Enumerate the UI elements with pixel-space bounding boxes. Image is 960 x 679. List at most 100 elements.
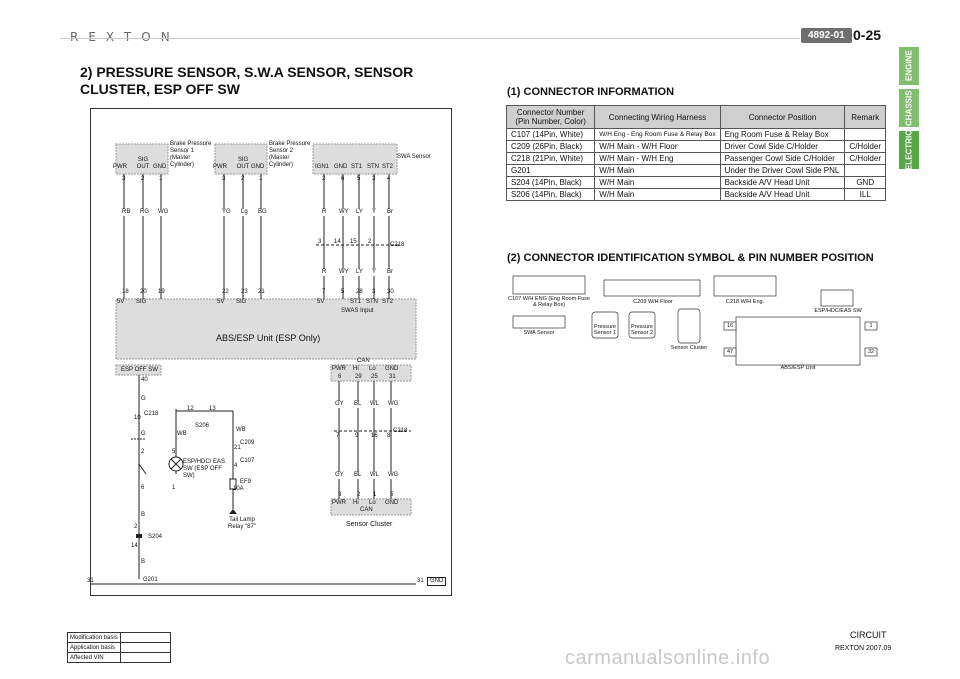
sensor1-wire-rg: RG [140, 209, 149, 216]
brand-logo: REXTON [70, 30, 180, 44]
table-cell [120, 632, 171, 643]
cluster-pin-2: 2 [357, 492, 361, 498]
can-wire-wl: WL [370, 401, 379, 408]
c209-label: C209 [240, 440, 255, 446]
table-header-cell: Connector Position [719, 105, 846, 129]
swa-num-3: 3 [372, 176, 376, 182]
esp-sw-pin-1: 1 [172, 485, 176, 491]
section-code-badge: 4892-01 [801, 28, 852, 43]
can-wire-bl: BL [354, 401, 362, 408]
table-header-cell: Connecting Wiring Harness [594, 105, 721, 129]
sensor1-unit-20: 20 [140, 289, 147, 295]
sensor2-unit-5v: 5V [217, 299, 225, 305]
esp-switch-label: ESP/HDC/ EAS SW (ESP OFF SW) [183, 459, 226, 479]
connector-info-title: (1) CONNECTOR INFORMATION [507, 86, 675, 98]
tab-chassis[interactable]: CHASSIS [898, 88, 920, 128]
table-cell: C218 (21Pin, White) [505, 152, 596, 165]
footer-model: REXTON 2007.09 [835, 645, 892, 652]
esp-wire-g2: G [141, 431, 146, 437]
can-num-31: 31 [389, 374, 396, 380]
table-header-cell: Connector Number (Pin Number, Color) [505, 105, 596, 129]
abs-unit-label: ABS/ESP Unit (ESP Only) [216, 333, 321, 343]
table-cell: Backside A/V Head Unit [719, 176, 846, 189]
sensor1-pin-gnd: GND [153, 164, 167, 170]
sensor2-pin-pwr: PWR [213, 164, 227, 170]
can-c218-7: 7 [336, 433, 340, 439]
tab-engine[interactable]: ENGINE [898, 46, 920, 86]
swa-wire-ly-lower: LY [356, 269, 363, 276]
swa-symbol-label: SWA Sensor [523, 330, 555, 336]
sensor2-num-1: 1 [259, 176, 263, 182]
g201-label: G201 [143, 577, 158, 583]
can-c218-8: 8 [387, 433, 391, 439]
swa-unit-st1: ST1 [350, 299, 362, 305]
section-title: 2) PRESSURE SENSOR, S.W.A SENSOR, SENSOR… [80, 64, 480, 98]
sensor2-unit-sig: SIG [236, 299, 247, 305]
table-cell: Affected VIN [67, 652, 121, 663]
sensor2-num-2: 2 [241, 176, 245, 182]
esp-off-label: ESP OFF SW [121, 367, 158, 373]
table-row: S206 (14Pin, Black) W/H Main Backside A/… [505, 188, 886, 201]
table-row: G201 W/H Main Under the Driver Cowl Side… [505, 164, 886, 177]
s204-pin-2: 2 [134, 524, 138, 530]
table-cell: Passenger Cowl Side C/Holder [719, 152, 846, 165]
table-cell: Application basis [67, 642, 121, 653]
sensor1-wire-rb: RB [122, 209, 131, 216]
ground-left-31: 31 [87, 578, 94, 584]
table-row: C209 (26Pin, Black) W/H Main - W/H Floor… [505, 140, 886, 153]
table-header-cell: Remark [844, 105, 886, 129]
swa-wire-wy: WY [339, 209, 349, 216]
sensor2-pin-sig: SIG OUT [236, 157, 250, 170]
swa-wire-br-lower: Br [387, 269, 393, 276]
footer-circuit: CIRCUIT [850, 630, 887, 640]
swa-input: SWAS Input [341, 308, 374, 314]
esp-wire-b: B [141, 512, 146, 518]
s204-label: S204 [148, 534, 163, 540]
cluster-symbol-label: Sensor Cluster [670, 345, 708, 351]
cluster-can-label: CAN [360, 507, 373, 513]
table-cell: W/H Main [594, 176, 721, 189]
sensor2-unit-23: 23 [241, 289, 248, 295]
swa-unit-5v: 5V [317, 299, 325, 305]
diagram-labels: Brake Pressure Sensor 1 (Master Cylinder… [87, 109, 453, 597]
sensor1-pin-sig: SIG OUT [136, 157, 150, 170]
swa-c218-15: 15 [350, 239, 357, 245]
table-cell: G201 [505, 164, 596, 177]
watermark: carmanualsonline.info [565, 647, 771, 669]
ground-gnd-label: GND [427, 577, 447, 586]
table-row: C218 (21Pin, White) W/H Main - W/H Eng P… [505, 152, 886, 165]
sensor1-num-3: 3 [122, 176, 126, 182]
swa-pin-ign1: IGN1 [315, 164, 330, 170]
table-cell: W/H Main [594, 164, 721, 177]
can-pin-lo: Lo [369, 366, 376, 372]
swa-c218: C218 [390, 242, 405, 248]
swa-num-4: 4 [387, 176, 391, 182]
table-cell [844, 164, 886, 177]
c209-pin: 21 [234, 445, 241, 451]
esp-wire-b2: B [141, 559, 146, 565]
esp-c218: C218 [144, 411, 159, 417]
table-row: C107 (14Pin, White) W/H Eng - Eng Room F… [505, 128, 886, 141]
tail-lamp-relay: Tail Lamp Relay "87" [228, 517, 256, 530]
tab-electric[interactable]: ELECTRIC [898, 130, 920, 170]
table-cell: GND [844, 176, 886, 189]
can-wire-wg: WG [388, 401, 399, 408]
sensor2-wire-bg: BG [258, 209, 267, 216]
table-cell: W/H Main - W/H Floor [594, 140, 721, 153]
table-cell [120, 652, 171, 663]
can-c218-16: 16 [371, 433, 378, 439]
s204-pin-14: 14 [131, 543, 138, 549]
sensor2-wire-lg: Lg [241, 209, 248, 216]
ps1-symbol-label: Pressure Sensor 1 [593, 324, 616, 336]
can-pin-gnd: GND [385, 366, 399, 372]
table-row: Application basis [67, 642, 171, 653]
fuse-ef9: EF9 [240, 479, 252, 485]
swa-wire-r: R [322, 209, 327, 216]
swa-wire-wy-lower: WY [339, 269, 349, 276]
can-c218: C218 [393, 428, 408, 434]
cluster-label-hi: Hi [353, 500, 359, 506]
cluster-pin-1: 1 [373, 492, 377, 498]
swa-label: SWA Sensor [397, 154, 431, 160]
table-row: Affected VIN [67, 652, 171, 663]
can-c218-9: 9 [355, 433, 359, 439]
